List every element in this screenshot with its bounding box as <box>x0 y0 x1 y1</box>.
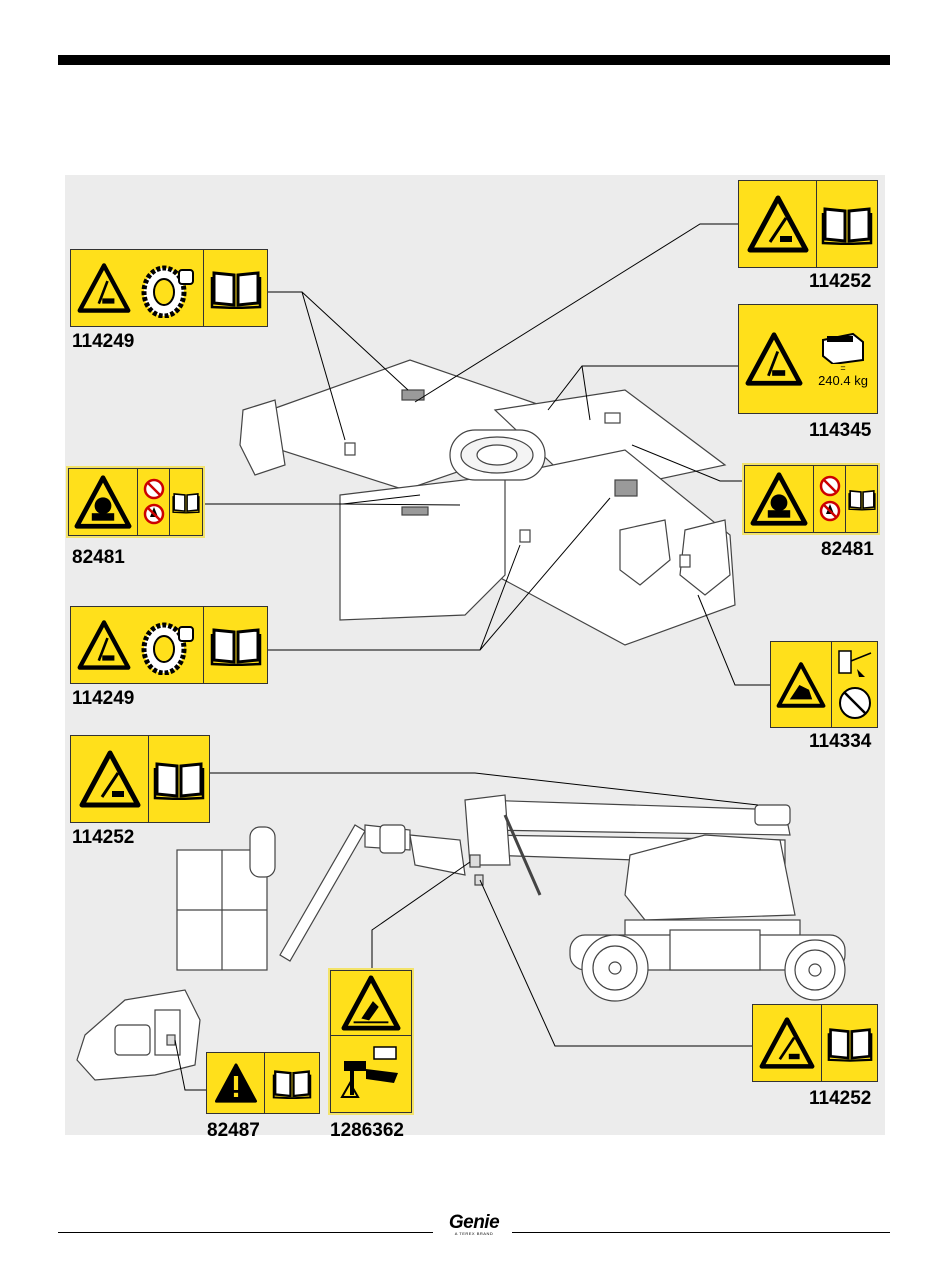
part-number: 114249 <box>72 332 134 351</box>
prohibition-icons <box>813 466 845 532</box>
part-number: 114252 <box>809 1089 871 1108</box>
decal-114252-top <box>738 180 878 268</box>
decal-114249-upper <box>70 249 268 327</box>
part-number: 114252 <box>72 828 134 847</box>
manual-book-icon <box>264 1053 319 1113</box>
footer-rule-right <box>512 1232 890 1233</box>
decal-82487 <box>206 1052 320 1114</box>
equals-sign: = <box>840 364 845 373</box>
manual-book-icon <box>169 469 202 535</box>
platform-lanyard-icon <box>331 1035 411 1112</box>
charger-prohibition-icon <box>831 642 877 727</box>
tip-over-warning-icon <box>739 181 816 267</box>
part-number: 82481 <box>72 548 125 567</box>
part-number: 1286362 <box>330 1121 404 1140</box>
decal-1286362 <box>330 970 412 1113</box>
decal-82481-right <box>744 465 878 533</box>
part-number: 82487 <box>207 1121 260 1140</box>
battery-explosion-warning-icon <box>69 469 137 535</box>
manual-book-icon <box>816 181 877 267</box>
battery-icon <box>819 330 867 364</box>
decal-114252-boom-left <box>70 735 210 823</box>
decal-114334 <box>770 641 878 728</box>
general-warning-icon <box>207 1053 264 1113</box>
part-number: 114252 <box>809 272 871 291</box>
tire-icon <box>136 250 203 326</box>
decal-114345: = 240.4 kg <box>738 304 878 414</box>
decal-82481-left <box>68 468 203 536</box>
crush-hazard-warning-icon <box>771 642 831 727</box>
part-number: 114249 <box>72 689 134 708</box>
manual-book-icon <box>203 250 267 326</box>
manual-book-icon <box>821 1005 877 1081</box>
fall-hazard-warning-icon <box>331 971 411 1035</box>
battery-weight-panel: = 240.4 kg <box>809 305 877 413</box>
prohibition-icons <box>137 469 169 535</box>
tip-over-warning-icon <box>71 607 136 683</box>
tip-over-warning-icon <box>753 1005 821 1081</box>
battery-explosion-warning-icon <box>745 466 813 532</box>
tip-over-warning-icon <box>71 250 136 326</box>
battery-weight: 240.4 kg <box>818 373 868 389</box>
decal-114252-boom-right <box>752 1004 878 1082</box>
manual-book-icon <box>845 466 877 532</box>
part-number: 82481 <box>821 540 874 559</box>
decal-114249-lower <box>70 606 268 684</box>
tip-over-warning-icon <box>71 736 148 822</box>
tire-icon <box>136 607 203 683</box>
manual-book-icon <box>148 736 209 822</box>
part-number: 114334 <box>809 732 871 751</box>
tip-over-warning-icon <box>739 305 809 413</box>
footer-rule-left <box>58 1232 433 1233</box>
part-number: 114345 <box>809 421 871 440</box>
manual-book-icon <box>203 607 267 683</box>
logo-wordmark: Genie <box>443 1213 505 1232</box>
genie-logo: Genie A TEREX BRAND <box>443 1213 505 1236</box>
